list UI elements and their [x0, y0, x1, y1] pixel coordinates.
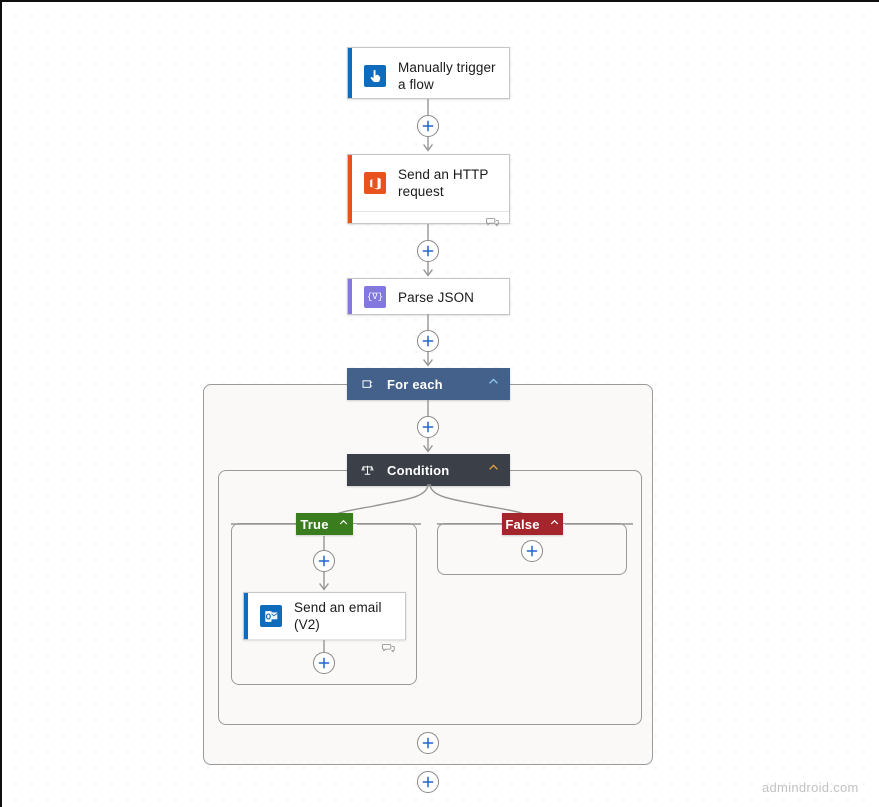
chevron-up-icon[interactable] [549, 515, 560, 533]
branch-title: False [505, 516, 540, 532]
node-title: Manually trigger a flow [398, 60, 496, 92]
office365-icon [364, 172, 386, 194]
add-step-true-branch-top-button[interactable] [313, 550, 335, 572]
add-step-after-http-button[interactable] [417, 240, 439, 262]
add-step-end-for-each-button[interactable] [417, 732, 439, 754]
add-step-inside-for-each-button[interactable] [417, 416, 439, 438]
plus-icon [422, 776, 434, 788]
node-title: Send an email (V2) [294, 600, 382, 632]
node-header: Manually trigger a flow [348, 48, 509, 104]
plus-icon [422, 737, 434, 749]
connector-true-branch-rail [231, 516, 421, 538]
chevron-up-icon[interactable] [487, 375, 500, 393]
plus-icon [318, 555, 330, 567]
node-manually-trigger-a-flow[interactable]: Manually trigger a flow [347, 47, 510, 99]
node-title: Parse JSON [398, 289, 475, 305]
add-step-true-branch-bottom-button[interactable] [313, 652, 335, 674]
node-send-an-http-request[interactable]: Send an HTTP request [347, 154, 510, 227]
comment-icon[interactable] [382, 642, 395, 660]
plus-icon [526, 545, 538, 557]
connector-false-branch-rail [437, 516, 633, 538]
node-accent-bar [244, 593, 248, 639]
node-title: Condition [387, 462, 450, 478]
node-footer [248, 639, 405, 662]
plus-icon [422, 245, 434, 257]
add-step-after-trigger-button[interactable] [417, 115, 439, 137]
comment-icon[interactable] [486, 216, 499, 234]
chevron-up-icon[interactable] [338, 515, 349, 533]
node-title: For each [387, 376, 443, 392]
outlook-icon [260, 605, 282, 627]
plus-icon [422, 335, 434, 347]
node-for-each-header[interactable]: For each [347, 368, 510, 400]
chevron-up-icon[interactable] [487, 461, 500, 479]
node-header: Send an email (V2) [244, 593, 405, 639]
node-accent-bar [348, 279, 352, 314]
node-accent-bar [348, 155, 352, 223]
plus-icon [318, 657, 330, 669]
node-footer [352, 211, 509, 238]
manual-trigger-icon [364, 65, 386, 87]
plus-icon [422, 421, 434, 433]
connector-true-plus-to-email [317, 572, 331, 594]
parse-json-icon: {∇} [364, 286, 386, 308]
plus-icon [422, 120, 434, 132]
node-accent-bar [348, 48, 352, 98]
node-title: Send an HTTP request [398, 167, 489, 199]
branch-title: True [300, 516, 329, 532]
foreach-loop-icon [359, 376, 375, 392]
watermark: admindroid.com [762, 780, 859, 795]
node-condition-header[interactable]: Condition [347, 454, 510, 486]
node-parse-json[interactable]: {∇} Parse JSON [347, 278, 510, 315]
condition-scales-icon [359, 462, 375, 478]
add-step-end-flow-button[interactable] [417, 771, 439, 793]
node-send-an-email-v2[interactable]: Send an email (V2) [243, 592, 406, 653]
branch-label-true[interactable]: True [296, 513, 353, 535]
add-step-false-branch-button[interactable] [521, 540, 543, 562]
branch-label-false[interactable]: False [502, 513, 563, 535]
node-header: {∇} Parse JSON [348, 279, 509, 315]
node-header: Send an HTTP request [348, 155, 509, 211]
add-step-after-parse-json-button[interactable] [417, 330, 439, 352]
